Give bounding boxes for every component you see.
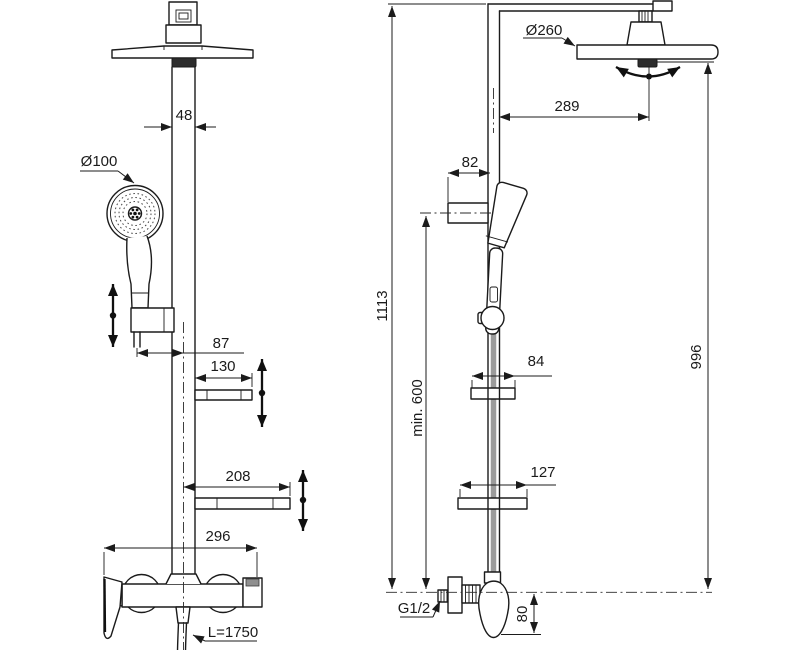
inlet-nipple xyxy=(437,589,449,603)
dimension-82 xyxy=(447,169,490,202)
dimension-87 xyxy=(136,348,244,357)
dim-label-lower-shelf-depth: 127 xyxy=(530,464,556,482)
dimension-1113 xyxy=(388,3,486,589)
slide-bracket-front xyxy=(130,307,175,348)
dimension-130 xyxy=(195,373,253,387)
leader-inlet-thread xyxy=(400,600,441,618)
shower-outlet-front xyxy=(171,57,197,68)
dim-label-column-width: 48 xyxy=(175,107,193,125)
upper-shelf-front xyxy=(194,389,253,401)
dimension-127 xyxy=(459,481,556,497)
dim-label-head-diameter: Ø260 xyxy=(525,22,563,40)
mixer-valve-front xyxy=(103,573,263,650)
valve-body-front xyxy=(121,583,244,608)
dim-label-head-reach: 289 xyxy=(554,98,580,116)
dim-label-bracket-depth: 82 xyxy=(461,154,479,172)
lower-shelf-side xyxy=(457,497,528,510)
lower-shelf-front xyxy=(194,497,291,510)
overhead-shower-side xyxy=(576,44,719,68)
mixer-valve-side xyxy=(437,571,510,639)
dim-label-hose-length: L=1750 xyxy=(207,624,259,642)
adjust-arrow-lower-shelf xyxy=(298,470,308,531)
dim-label-upper-shelf-depth: 84 xyxy=(527,353,545,371)
ridged-connector xyxy=(461,584,481,604)
hand-shower-handle xyxy=(126,235,153,309)
dimension-289 xyxy=(499,67,650,121)
front-view xyxy=(80,1,308,650)
leader-hose-length xyxy=(192,634,257,644)
hose-outlet xyxy=(175,606,191,624)
adjust-arrow-upper-shelf xyxy=(257,359,267,427)
top-arm-side xyxy=(487,0,673,46)
hand-shower-side xyxy=(477,181,528,335)
upper-shelf-side xyxy=(470,387,516,400)
spray-hub xyxy=(129,208,141,219)
tilt-arrow-head xyxy=(615,66,681,80)
dim-label-hand-shower-dia: Ø100 xyxy=(80,153,118,171)
dim-label-upper-shelf-width: 130 xyxy=(210,358,236,376)
dim-label-total-height: 1113 xyxy=(374,290,392,322)
dim-label-handle-drop: 80 xyxy=(514,605,532,623)
dim-label-inlet-thread: G1/2 xyxy=(397,600,431,618)
dimension-208 xyxy=(183,482,291,496)
dimension-84 xyxy=(471,372,552,388)
leader-head-diameter xyxy=(523,36,576,47)
side-view xyxy=(386,0,719,639)
overhead-shower-front xyxy=(111,45,254,68)
dim-label-mixer-width: 296 xyxy=(205,528,231,546)
dimension-996 xyxy=(657,61,714,589)
dimension-80 xyxy=(501,594,541,635)
dim-label-column-height: 996 xyxy=(688,344,706,370)
dim-label-hose-offset: 87 xyxy=(212,335,230,353)
dimension-296 xyxy=(103,544,258,577)
adjust-arrow-hand-shower xyxy=(108,284,118,347)
dim-label-lower-shelf-width: 208 xyxy=(225,468,251,486)
holder-knob xyxy=(480,305,505,331)
dim-label-min-height: min. 600 xyxy=(409,379,427,437)
shower-hose-front xyxy=(176,622,188,650)
lever-handle-side xyxy=(478,580,510,639)
lever-handle-front xyxy=(103,576,123,640)
hand-shower-front xyxy=(106,184,164,309)
leader-hand-shower-diameter xyxy=(80,170,135,184)
shower-outlet-side xyxy=(637,58,658,68)
wall-flange xyxy=(447,576,463,614)
ceiling-mount-front xyxy=(165,1,202,44)
